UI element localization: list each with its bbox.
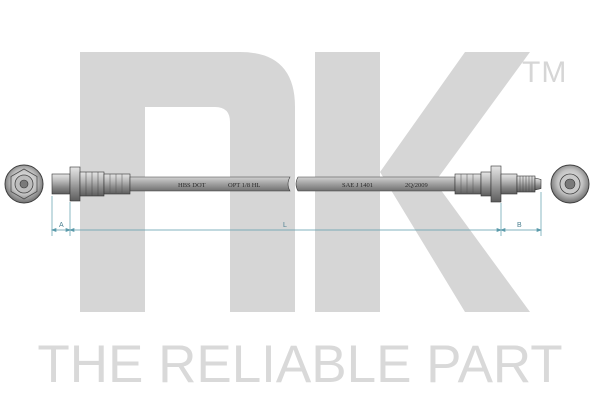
brake-hose-drawing: HBS DOT OPT 1/8 HL SAE J 1401 2Q/2009: [4, 164, 590, 236]
brand-tagline: THE RELIABLE PART: [37, 335, 563, 394]
dimension-label-a: A: [59, 222, 64, 229]
hose-marking-2: OPT 1/8 HL: [228, 182, 260, 189]
hose-marking-1: HBS DOT: [178, 182, 206, 189]
right-end-view: [550, 164, 590, 204]
logo-letter-n: [80, 52, 295, 312]
trademark-symbol: TM: [522, 56, 568, 89]
dimension-label-b: B: [517, 222, 522, 229]
left-end-view: [4, 164, 44, 204]
hose-marking-3: SAE J 1401: [342, 182, 373, 189]
dimension-label-l: L: [283, 222, 287, 229]
right-fitting: [454, 165, 542, 203]
hose-segment-left: [129, 176, 291, 192]
dimension-lines: [51, 192, 542, 236]
hose-marking-4: 2Q/2009: [405, 182, 428, 189]
hose-segment-right: [295, 176, 456, 192]
left-fitting: [51, 166, 131, 202]
